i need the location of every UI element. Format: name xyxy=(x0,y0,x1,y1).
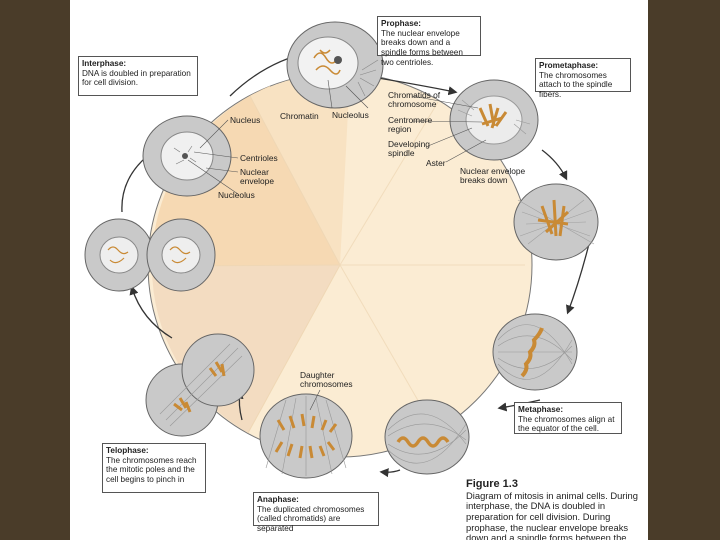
label-daughter-chromosomes: Daughter chromosomes xyxy=(300,370,353,390)
daughter-cells xyxy=(84,218,216,292)
interphase-box: Interphase: DNA is doubled in preparatio… xyxy=(78,56,198,96)
metaphase-text: The chromosomes align at the equator of … xyxy=(518,414,615,434)
prophase-cell xyxy=(286,21,384,109)
telophase-text: The chromosomes reach the mitotic poles … xyxy=(106,455,197,485)
slide: Interphase: DNA is doubled in preparatio… xyxy=(70,0,648,540)
mitosis-diagram xyxy=(84,21,599,479)
label-nuclear-envelope: Nuclear envelope xyxy=(240,167,274,187)
interphase-text: DNA is doubled in preparation for cell d… xyxy=(82,68,191,88)
figure-caption-text: Diagram of mitosis in animal cells. Duri… xyxy=(466,489,638,540)
prometaphase-text: The chromosomes attach to the spindle fi… xyxy=(539,70,613,100)
label-nucleolus-left: Nucleolus xyxy=(218,190,255,200)
late-prometaphase-cell xyxy=(513,183,599,261)
prometaphase-title: Prometaphase: xyxy=(539,61,599,70)
interphase-title: Interphase: xyxy=(82,59,127,68)
prometaphase-box: Prometaphase: The chromosomes attach to … xyxy=(535,58,631,99)
label-centromere: Centromere region xyxy=(388,115,433,135)
prophase-title: Prophase: xyxy=(381,19,422,28)
telophase-box: Telophase: The chromosomes reach the mit… xyxy=(102,443,206,493)
telophase-cell xyxy=(145,333,255,437)
label-nucleolus-top: Nucleolus xyxy=(332,110,369,120)
anaphase-cell xyxy=(259,393,353,479)
anaphase-title: Anaphase: xyxy=(257,495,299,504)
figure-number: Figure 1.3 xyxy=(466,478,518,490)
label-developing-spindle: Developing spindle xyxy=(388,139,430,159)
label-centrioles: Centrioles xyxy=(240,153,278,163)
figure-caption: Figure 1.3 Diagram of mitosis in animal … xyxy=(466,478,648,540)
telophase-title: Telophase: xyxy=(106,446,149,455)
metaphase-cell xyxy=(492,313,578,391)
label-nucleus: Nucleus xyxy=(230,115,261,125)
label-chromatids: Chromatids of chromosome xyxy=(388,90,441,110)
prophase-box: Prophase: The nuclear envelope breaks do… xyxy=(377,16,481,67)
interphase-cell xyxy=(142,115,232,197)
prometaphase-cell xyxy=(449,79,539,161)
anaphase-text: The duplicated chromosomes (called chrom… xyxy=(257,504,365,534)
label-aster: Aster xyxy=(426,158,446,168)
prophase-text: The nuclear envelope breaks down and a s… xyxy=(381,28,463,67)
label-nuclear-envelope-breaks: Nuclear envelope breaks down xyxy=(460,166,526,186)
metaphase-title: Metaphase: xyxy=(518,405,564,414)
label-chromatin: Chromatin xyxy=(280,111,319,121)
late-anaphase-cell xyxy=(384,399,470,475)
anaphase-box: Anaphase: The duplicated chromosomes (ca… xyxy=(253,492,379,533)
leader-lines xyxy=(187,79,487,411)
metaphase-box: Metaphase: The chromosomes align at the … xyxy=(514,402,622,434)
